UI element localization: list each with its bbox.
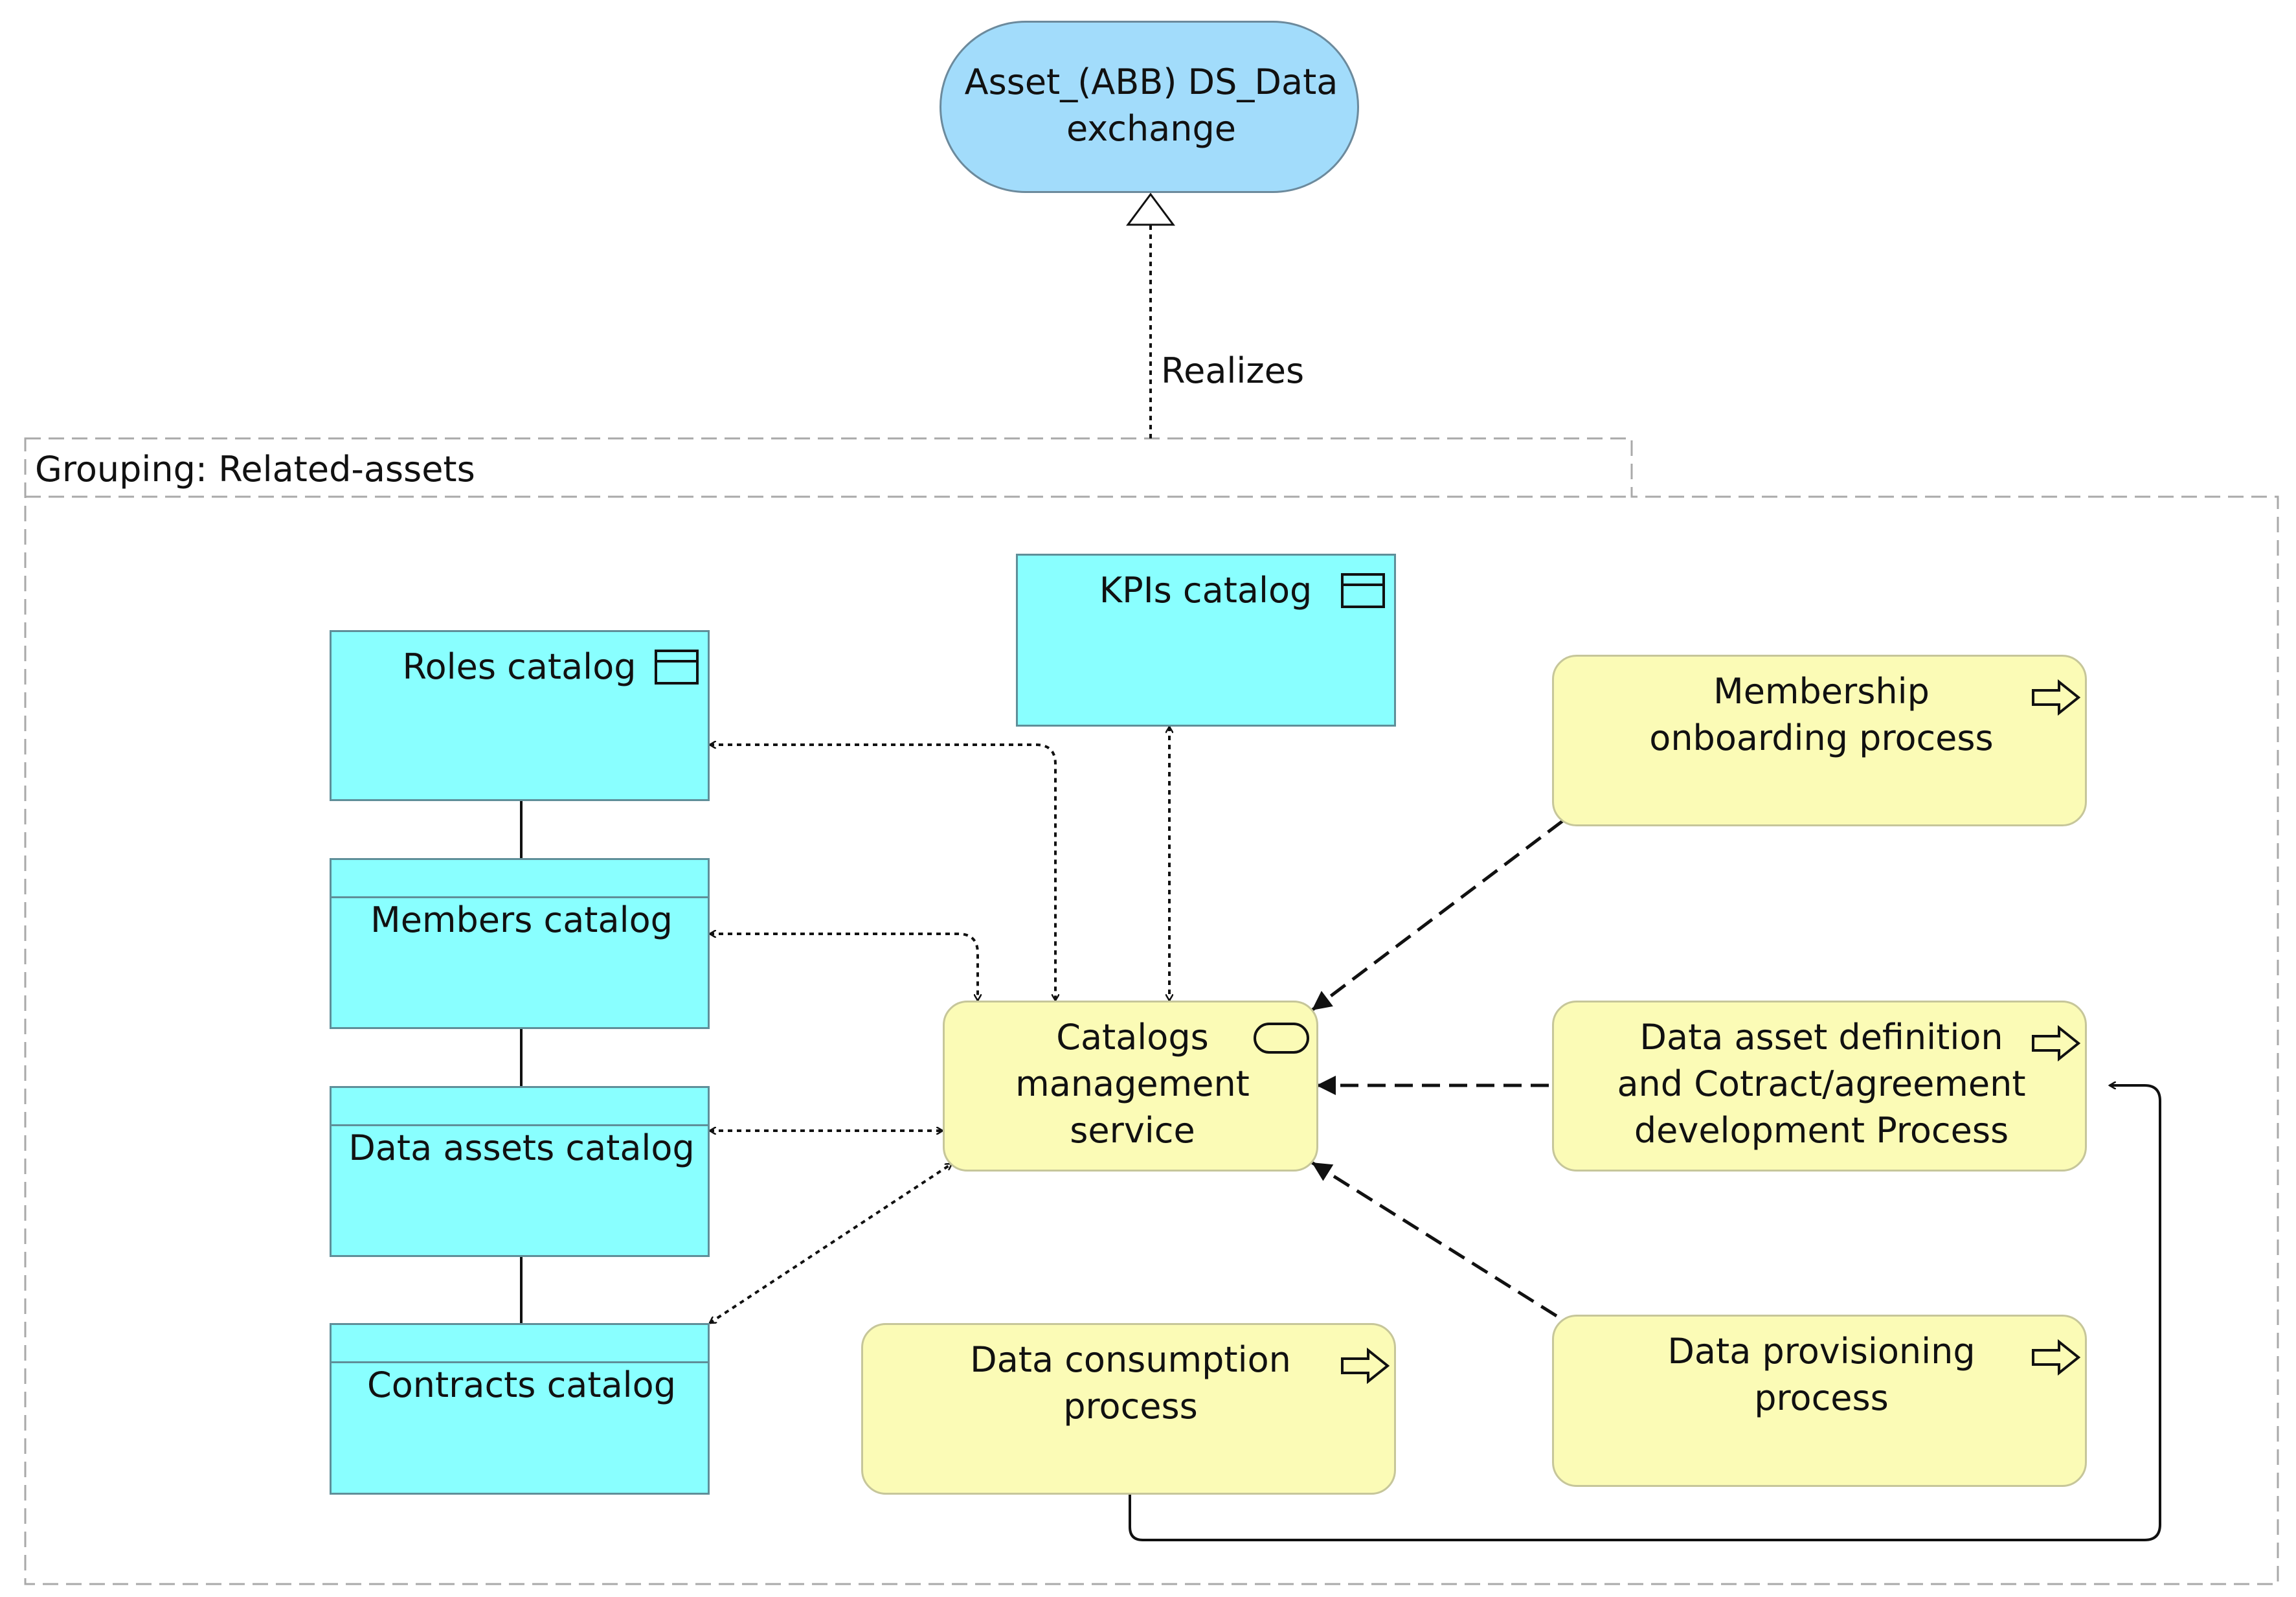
- provisioning-label-line1: Data provisioning: [1667, 1331, 1975, 1372]
- members-catalog-label: Members catalog: [370, 900, 673, 940]
- group-label: Grouping: Related-assets: [35, 449, 475, 490]
- realizes-label: Realizes: [1161, 350, 1305, 391]
- service-label-line3: service: [1070, 1110, 1195, 1151]
- definition-label-line2: and Cotract/agreement: [1617, 1063, 2026, 1104]
- contracts-catalog-node[interactable]: Contracts catalog: [330, 1323, 710, 1495]
- asset-node[interactable]: Asset_(ABB) DS_Data exchange: [940, 21, 1359, 193]
- membership-onboarding-process-node[interactable]: Membership onboarding process: [1552, 655, 2087, 826]
- contracts-service-access: [710, 1162, 952, 1324]
- object-header-band: [332, 1361, 708, 1363]
- object-header-band: [332, 896, 708, 898]
- process-arrow-icon: [2032, 1339, 2081, 1376]
- business-object-icon: [1341, 573, 1385, 608]
- data-assets-catalog-label: Data assets catalog: [348, 1127, 695, 1168]
- grouping-border: [24, 437, 2279, 1585]
- membership-label-line2: onboarding process: [1649, 718, 1994, 758]
- membership-serves-service: [1311, 820, 1564, 1012]
- data-assets-catalog-node[interactable]: Data assets catalog: [330, 1086, 710, 1257]
- roles-service-access: [710, 745, 1055, 1001]
- data-consumption-process-node[interactable]: Data consumption process: [861, 1323, 1396, 1495]
- contracts-catalog-label: Contracts catalog: [367, 1365, 676, 1405]
- consumption-label-line2: process: [1063, 1386, 1198, 1427]
- service-label-line1: Catalogs: [1056, 1017, 1209, 1058]
- process-arrow-icon: [2032, 1025, 2081, 1061]
- definition-label-line1: Data asset definition: [1639, 1017, 2003, 1058]
- catalogs-management-service-node[interactable]: Catalogs management service: [943, 1001, 1318, 1172]
- kpis-catalog-label: KPIs catalog: [1099, 570, 1312, 611]
- asset-label-line2: exchange: [1066, 108, 1236, 149]
- realization-arrowhead: [1126, 192, 1175, 226]
- process-arrow-icon: [1341, 1348, 1390, 1384]
- service-icon: [1254, 1023, 1309, 1054]
- object-header-band: [332, 1124, 708, 1126]
- definition-label-line3: development Process: [1634, 1110, 2009, 1151]
- consumption-label-line1: Data consumption: [970, 1339, 1291, 1380]
- provisioning-serves-service: [1311, 1161, 1558, 1318]
- service-label-line2: management: [1015, 1063, 1250, 1104]
- asset-label-line1: Asset_(ABB) DS_Data: [964, 62, 1338, 102]
- membership-label-line1: Membership: [1713, 671, 1930, 712]
- process-arrow-icon: [2032, 679, 2081, 716]
- data-asset-definition-process-node[interactable]: Data asset definition and Cotract/agreem…: [1552, 1001, 2087, 1172]
- consumption-definition-link: [1129, 1085, 2161, 1541]
- kpis-catalog-node[interactable]: KPIs catalog: [1016, 554, 1396, 727]
- members-catalog-node[interactable]: Members catalog: [330, 858, 710, 1029]
- provisioning-label-line2: process: [1754, 1377, 1889, 1418]
- roles-catalog-label: Roles catalog: [402, 646, 636, 687]
- data-provisioning-process-node[interactable]: Data provisioning process: [1552, 1315, 2087, 1487]
- business-object-icon: [655, 650, 699, 685]
- roles-catalog-node[interactable]: Roles catalog: [330, 630, 710, 801]
- members-service-access: [710, 934, 978, 1001]
